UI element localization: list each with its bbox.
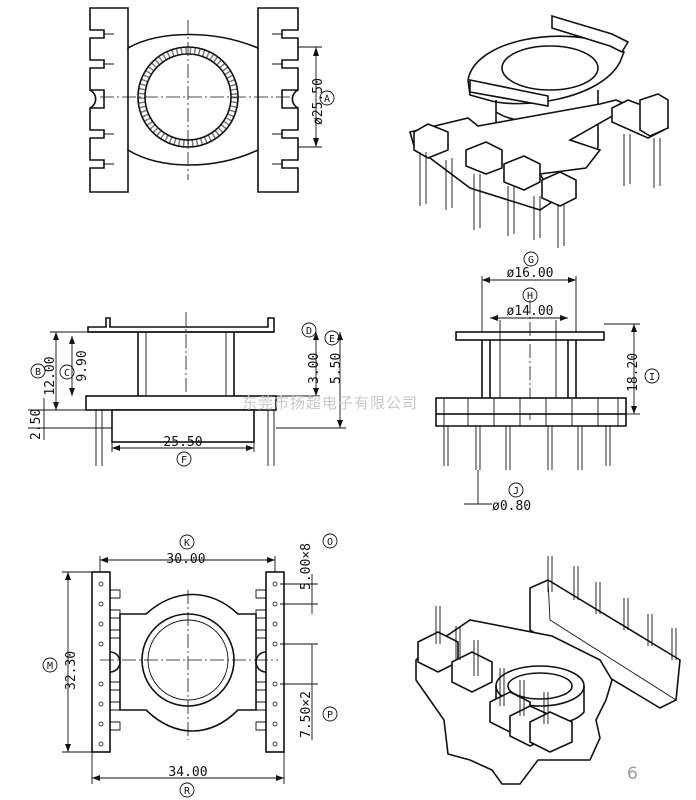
isometric-view-bottom [415, 556, 681, 785]
dim-E-value: 5.50 [329, 353, 344, 384]
dim-D-value: 3.00 [307, 353, 322, 384]
bottom-view: 30.00 K 32.30 M 5.00×8 O 7.50×2 P 34.00 … [42, 533, 338, 798]
dim-G-value: ø16.00 [507, 266, 554, 281]
dim-K-value: 30.00 [166, 552, 205, 567]
dim-O-letter: O [327, 537, 333, 548]
dim-C-letter: C [64, 368, 70, 379]
dim-I-letter: I [649, 372, 655, 383]
dim-C-value: 9.90 [75, 350, 90, 381]
dim-F-value: 25.50 [163, 435, 202, 450]
top-view: ø25.50 A [89, 7, 335, 193]
page-number: 6 [627, 764, 638, 784]
dim-O-value: 5.00×8 [299, 543, 314, 590]
dim-B-value: 12.00 [43, 356, 58, 395]
dim-base-value: 2.50 [29, 409, 44, 440]
dim-H-letter: H [527, 291, 533, 302]
dim-D-letter: D [306, 326, 312, 337]
dim-M-value: 32.30 [64, 651, 79, 690]
dim-P-value: 7.50×2 [299, 691, 314, 738]
dim-P-letter: P [327, 710, 333, 721]
dim-I-value: 18.20 [626, 353, 641, 392]
dim-F-letter: F [181, 455, 187, 466]
dim-J-letter: J [513, 486, 519, 497]
dim-A-value: ø25.50 [311, 78, 326, 125]
dim-R-value: 34.00 [168, 765, 207, 780]
dim-A-letter: A [324, 94, 330, 105]
watermark-text: 东莞市扬超电子有限公司 [242, 394, 418, 412]
dim-H-value: ø14.00 [507, 304, 554, 319]
top-view-outline [89, 7, 299, 193]
dim-M-letter: M [47, 661, 53, 672]
front-view: 12.00 B 9.90 C 2.50 3.00 D 5.50 E 25.50 [28, 312, 346, 467]
side-view: ø16.00 G ø14.00 H 18.20 I ø0.80 J [435, 251, 660, 514]
dim-K-letter: K [184, 538, 190, 549]
dim-E-letter: E [329, 334, 335, 345]
isometric-view-top [409, 14, 669, 248]
dim-J-value: ø0.80 [492, 499, 531, 514]
dim-G-letter: G [528, 255, 534, 266]
dim-B-letter: B [35, 367, 41, 378]
dim-R-letter: R [184, 786, 191, 797]
